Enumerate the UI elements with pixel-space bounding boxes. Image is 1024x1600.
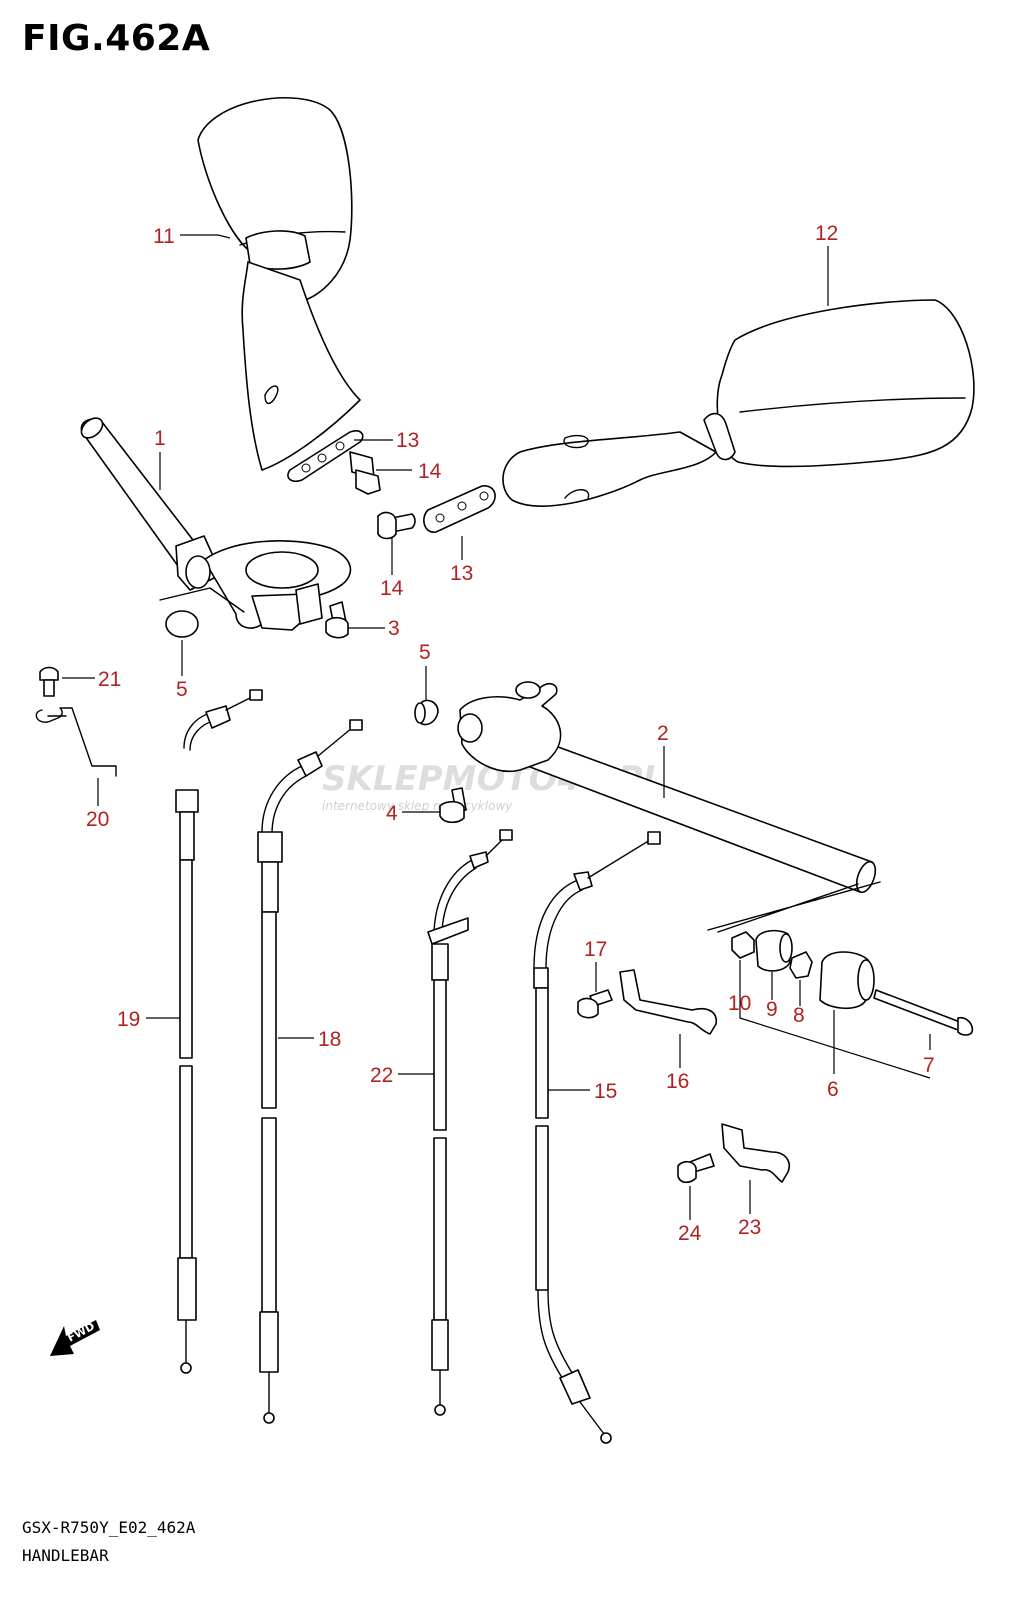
callout-10: 10 xyxy=(728,992,751,1015)
mirror-left-part[interactable] xyxy=(197,97,361,471)
cable-19-part[interactable] xyxy=(175,689,263,1374)
callout-21: 21 xyxy=(98,668,121,691)
screw-7-part[interactable] xyxy=(873,989,974,1036)
figure-title: FIG.462A xyxy=(22,18,211,59)
cable-22-part[interactable] xyxy=(427,829,513,1416)
callout-14-upper: 14 xyxy=(418,460,442,483)
mirror-right-part[interactable] xyxy=(502,299,975,507)
bolt-3-part[interactable] xyxy=(325,601,349,639)
cable-15-part[interactable] xyxy=(533,831,661,1444)
bolt-24-part[interactable] xyxy=(677,1153,715,1184)
bolt-upper-part[interactable] xyxy=(349,451,381,495)
callout-13-lower: 13 xyxy=(450,562,473,585)
fwd-label: FWD xyxy=(65,1320,97,1345)
bolt-lower-part[interactable] xyxy=(377,511,416,540)
callout-22: 22 xyxy=(370,1064,393,1087)
bolt-17-part[interactable] xyxy=(577,989,613,1019)
callout-2: 2 xyxy=(657,722,669,745)
fwd-arrow-icon: FWD xyxy=(50,1320,100,1356)
callout-11: 11 xyxy=(153,225,175,248)
cable-18-part[interactable] xyxy=(257,719,363,1424)
callout-23: 23 xyxy=(738,1216,761,1239)
handlebar-right-part[interactable] xyxy=(457,681,881,933)
callout-3: 3 xyxy=(388,617,400,640)
callout-16: 16 xyxy=(666,1070,689,1093)
balancer-weight-part[interactable] xyxy=(819,951,875,1010)
wire-clamp-part[interactable] xyxy=(35,707,117,777)
end-cap-left-part[interactable] xyxy=(165,610,199,638)
callout-17: 17 xyxy=(584,938,607,961)
callout-12: 12 xyxy=(815,222,838,245)
watermark-sub: internetowy sklep motocyklowy xyxy=(322,799,513,813)
section-name: HANDLEBAR xyxy=(22,1546,109,1565)
callout-5-left: 5 xyxy=(176,678,188,701)
bolt-21-part[interactable] xyxy=(39,666,59,697)
callout-6: 6 xyxy=(827,1078,839,1101)
callout-19: 19 xyxy=(117,1008,140,1031)
nut-10-part[interactable] xyxy=(731,931,755,959)
callout-1: 1 xyxy=(154,427,166,450)
mirror-plate-upper-part[interactable] xyxy=(287,430,364,483)
callout-4: 4 xyxy=(386,802,398,825)
callout-labels: 11 12 1 13 14 14 13 3 5 21 20 5 2 4 19 1… xyxy=(86,222,935,1245)
callout-14-lower: 14 xyxy=(380,577,404,600)
callout-20: 20 xyxy=(86,808,109,831)
bolt-4-part[interactable] xyxy=(439,787,467,824)
callout-18: 18 xyxy=(318,1028,341,1051)
callout-5-right: 5 xyxy=(419,641,431,664)
mirror-plate-lower-part[interactable] xyxy=(423,485,496,533)
callout-7: 7 xyxy=(923,1054,935,1077)
end-cap-right-part[interactable] xyxy=(414,699,439,726)
callout-15: 15 xyxy=(594,1080,617,1103)
collar-9-part[interactable] xyxy=(755,929,793,972)
cable-holder-16-part[interactable] xyxy=(619,969,717,1035)
callout-24: 24 xyxy=(678,1222,702,1245)
leader-lines xyxy=(62,234,931,1220)
model-code: GSX-R750Y_E02_462A xyxy=(22,1518,196,1537)
callout-8: 8 xyxy=(793,1004,805,1027)
washer-8-part[interactable] xyxy=(789,951,813,979)
callout-13-upper: 13 xyxy=(396,429,419,452)
handlebar-left-part[interactable] xyxy=(78,414,352,631)
callout-9: 9 xyxy=(766,998,778,1021)
cable-clamp-23-part[interactable] xyxy=(721,1123,790,1183)
